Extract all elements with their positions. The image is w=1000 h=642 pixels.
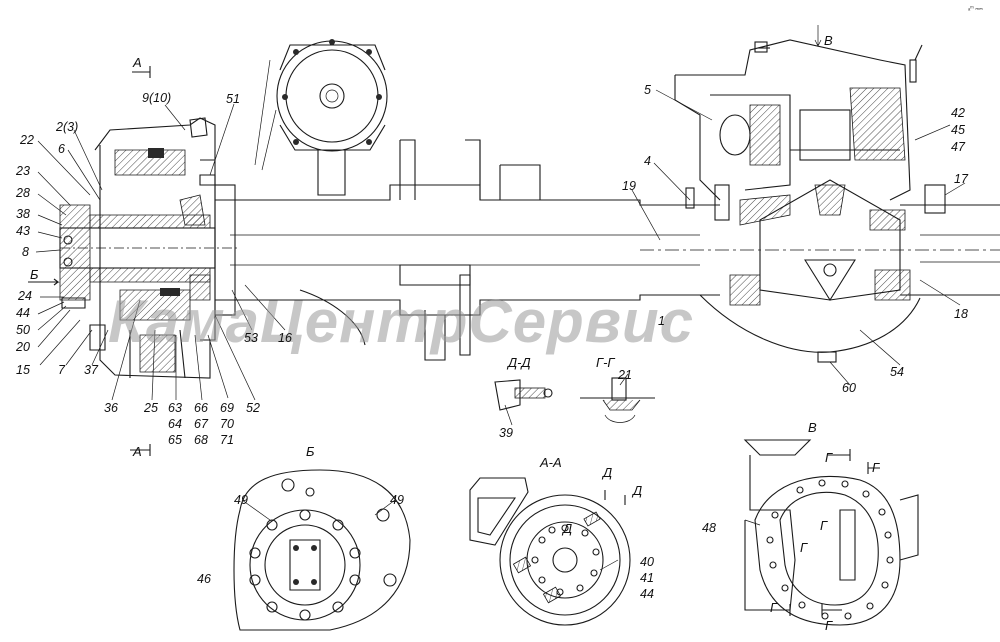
callout-7: 7 (58, 363, 66, 377)
view-b (233, 469, 411, 631)
section-dd (494, 379, 553, 411)
callout-22: 22 (19, 133, 34, 147)
callout-52: 52 (246, 401, 260, 415)
brake-chamber (254, 39, 388, 196)
callout-6: 6 (58, 142, 65, 156)
callout-37: 37 (84, 363, 99, 377)
section-g-mark-4: Г (800, 540, 808, 555)
callout-18: 18 (954, 307, 968, 321)
callout-53: 53 (244, 331, 258, 345)
callout-44: 44 (16, 306, 30, 320)
wheel-hub (59, 117, 240, 379)
callout-28: 28 (15, 186, 30, 200)
callout-36: 36 (104, 401, 118, 415)
section-d-mark-1: Д (601, 465, 612, 480)
section-markers (28, 47, 880, 616)
callout-41: 41 (640, 571, 654, 585)
section-g-mark-6: Г (825, 618, 833, 633)
callout-65: 65 (168, 433, 182, 447)
callout-8: 8 (22, 245, 29, 259)
callout-38: 38 (16, 207, 30, 221)
callout-25: 25 (143, 401, 158, 415)
section-a-bottom: А (132, 444, 142, 459)
view-v-arrow-label: В (824, 33, 833, 48)
section-gg (580, 377, 655, 423)
section-aa-title: А-А (539, 455, 562, 470)
callout-1: 1 (658, 314, 665, 328)
callout-44-aa: 44 (640, 587, 654, 601)
section-d-mark-2: Д (631, 483, 642, 498)
callout-48: 48 (702, 521, 716, 535)
callout-9-10: 9(10) (142, 91, 171, 105)
leader-lines (35, 89, 966, 571)
view-b-arrow-label: Б (30, 267, 39, 282)
callout-21: 21 (617, 368, 632, 382)
view-b-title: Б (306, 444, 315, 459)
callout-49-left: 49 (234, 493, 248, 507)
callout-63: 63 (168, 401, 182, 415)
callout-47: 47 (951, 140, 966, 154)
callout-5: 5 (644, 83, 651, 97)
section-d-mark-3: Д (561, 521, 572, 536)
callout-24: 24 (17, 289, 32, 303)
callout-51: 51 (226, 92, 240, 106)
callout-64: 64 (168, 417, 182, 431)
section-g-mark-3: Г (820, 518, 828, 533)
callout-50: 50 (16, 323, 30, 337)
watermark: КамаЦентрСервис (108, 288, 694, 355)
callout-39: 39 (499, 426, 513, 440)
callout-66: 66 (194, 401, 208, 415)
callout-19: 19 (622, 179, 636, 193)
callouts: 22 2(3) 6 23 28 38 43 8 24 44 50 20 15 7… (15, 83, 969, 601)
corner-mark: ₐᵐ ₘₘ (968, 6, 983, 12)
callout-42: 42 (951, 106, 965, 120)
callout-17: 17 (954, 172, 969, 186)
section-a-top: А (132, 55, 142, 70)
callout-71: 71 (220, 433, 234, 447)
callout-15: 15 (16, 363, 30, 377)
section-gg-title: Г-Г (596, 355, 615, 370)
callout-20: 20 (15, 340, 30, 354)
callout-2-3: 2(3) (55, 120, 78, 134)
callout-45: 45 (951, 123, 965, 137)
callout-68: 68 (194, 433, 208, 447)
section-aa (469, 477, 631, 626)
callout-67: 67 (194, 417, 209, 431)
callout-70: 70 (220, 417, 234, 431)
section-g-mark-2: Г (872, 460, 880, 475)
section-g-mark-5: Г (770, 600, 778, 615)
callout-49-right: 49 (390, 493, 404, 507)
callout-40: 40 (640, 555, 654, 569)
view-v (743, 439, 919, 626)
view-v-title: В (808, 420, 817, 435)
section-g-mark-1: Г (825, 450, 833, 465)
callout-16: 16 (278, 331, 292, 345)
callout-43: 43 (16, 224, 30, 238)
callout-60: 60 (842, 381, 856, 395)
callout-46: 46 (197, 572, 211, 586)
callout-4: 4 (644, 154, 651, 168)
stud-pattern (249, 478, 397, 621)
callout-23: 23 (15, 164, 30, 178)
section-dd-title: Д-Д (506, 355, 531, 370)
callout-69: 69 (220, 401, 234, 415)
callout-54: 54 (890, 365, 904, 379)
main-gear (674, 25, 946, 363)
